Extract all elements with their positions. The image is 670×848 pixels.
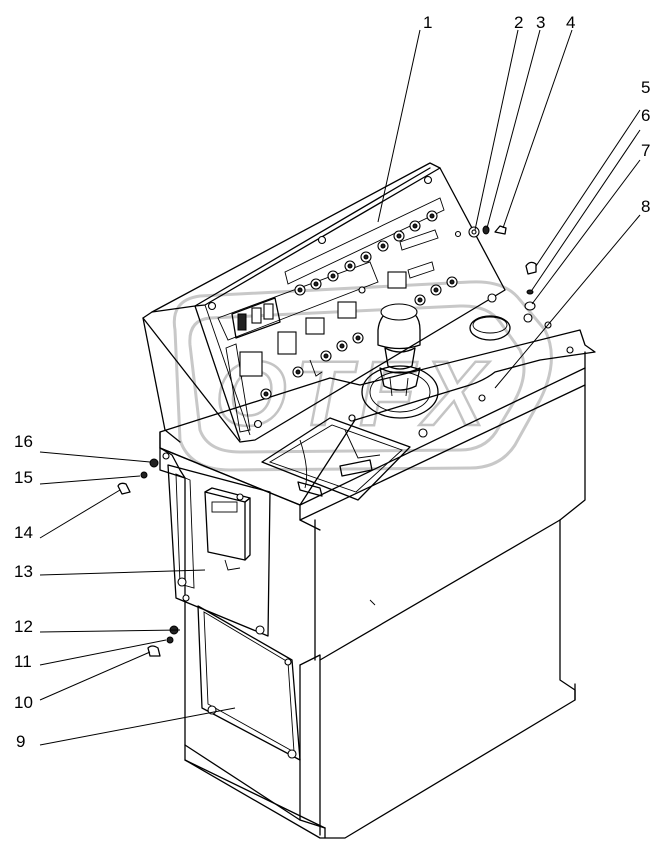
top-cap: [348, 313, 574, 422]
access-cover: [197, 605, 301, 761]
callout-15: 15: [14, 468, 33, 487]
callout-11: 11: [14, 652, 32, 671]
base-plinth: [184, 683, 576, 839]
callout-5: 5: [641, 78, 650, 97]
leader-lines: [39, 29, 641, 746]
callout-8: 8: [641, 197, 650, 216]
callout-7: 7: [641, 141, 650, 160]
loose-hardware: [117, 225, 537, 657]
callout-14: 14: [14, 523, 33, 542]
control-panel: [142, 162, 506, 443]
toggle-row-lower: [260, 276, 458, 400]
toggle-row-upper: [294, 210, 438, 296]
callout-12: 12: [14, 617, 33, 636]
callout-2: 2: [514, 13, 523, 32]
callout-13: 13: [14, 562, 33, 581]
callout-6: 6: [641, 106, 650, 125]
callout-1: 1: [423, 13, 432, 32]
callout-3: 3: [536, 13, 545, 32]
cabinet-body: [159, 329, 596, 836]
side-relay-panel: [167, 464, 271, 637]
callouts: 1 2 3 4 5 6 7 8 16 15 14 13 12 11 10 9: [14, 13, 650, 751]
callout-9: 9: [16, 732, 25, 751]
callout-16: 16: [14, 432, 33, 451]
joystick: [361, 303, 439, 419]
callout-4: 4: [566, 13, 575, 32]
callout-10: 10: [14, 693, 33, 712]
